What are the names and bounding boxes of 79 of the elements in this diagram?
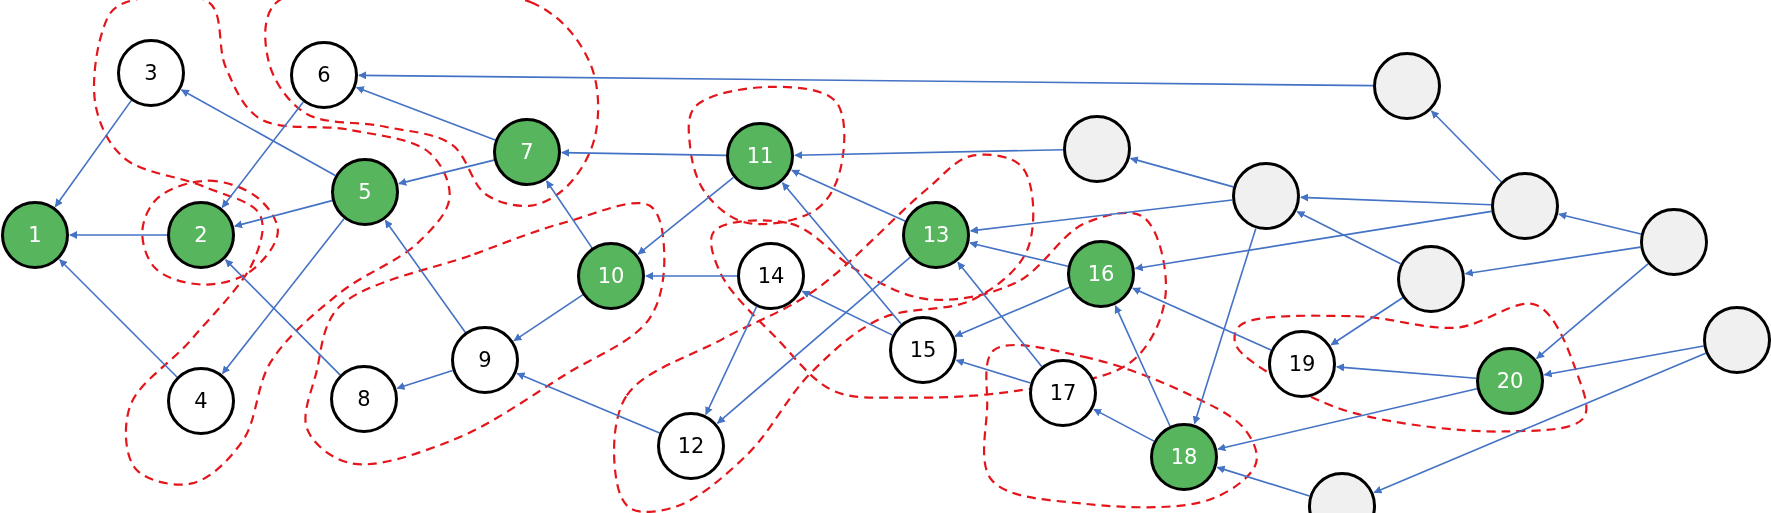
arrow — [955, 358, 1032, 384]
arrow — [1134, 210, 1493, 272]
node-number: 17 — [1049, 382, 1077, 404]
arrow — [1216, 465, 1311, 497]
node-number: 4 — [194, 390, 208, 412]
node-number: 16 — [1087, 263, 1115, 285]
node-number: 20 — [1496, 370, 1524, 392]
node-circle — [167, 201, 235, 269]
node-circle — [726, 122, 794, 190]
arrow — [705, 305, 758, 416]
arrow — [516, 372, 661, 434]
arrow — [69, 231, 168, 239]
arrow — [954, 286, 1071, 338]
arrow — [221, 101, 305, 209]
arrow — [969, 240, 1069, 267]
node-circle — [1, 201, 69, 269]
node-number: 7 — [520, 141, 534, 163]
node-circle — [737, 242, 805, 310]
node-circle — [657, 412, 725, 480]
node-number: 13 — [922, 224, 950, 246]
arrow — [1132, 287, 1272, 351]
node-number: 14 — [757, 265, 785, 287]
node-number: 8 — [357, 388, 371, 410]
node-number: 3 — [144, 62, 158, 84]
node-number: 15 — [909, 339, 937, 361]
node-number: 5 — [358, 181, 372, 203]
arrow — [794, 148, 1064, 160]
arrow — [1430, 110, 1502, 183]
node-number: 6 — [317, 64, 331, 86]
arrow — [180, 89, 337, 177]
arrow — [1330, 296, 1404, 346]
node-number: 1 — [28, 224, 42, 246]
arrow — [221, 217, 345, 375]
arrow — [1464, 246, 1642, 277]
arrow — [716, 256, 912, 424]
arrow — [561, 148, 727, 157]
arrow — [791, 169, 906, 222]
node-number: 19 — [1288, 353, 1316, 375]
arrow — [384, 219, 467, 334]
arrow — [358, 71, 1374, 87]
node-number: 9 — [478, 349, 492, 371]
arrow — [1192, 227, 1257, 425]
arrow — [969, 199, 1234, 234]
arrow — [1300, 193, 1492, 206]
arrow — [58, 258, 178, 378]
arrow — [637, 176, 735, 255]
node-number: 11 — [746, 145, 774, 167]
arrow — [1558, 212, 1642, 235]
arrow — [224, 259, 341, 376]
arrow — [1543, 345, 1705, 378]
arrow — [801, 290, 894, 336]
arrow — [1373, 352, 1707, 494]
arrow — [1535, 263, 1649, 360]
arrow — [54, 99, 132, 208]
arrow — [545, 180, 593, 249]
arrow — [957, 261, 1043, 368]
arrow — [513, 294, 584, 342]
arrow — [1093, 408, 1155, 442]
arrow — [398, 159, 495, 186]
node-circle — [290, 41, 358, 109]
node-circle — [902, 201, 970, 269]
arrow — [355, 86, 496, 141]
arrow — [396, 369, 454, 390]
node-circle — [1268, 330, 1336, 398]
node-circle — [577, 242, 645, 310]
arrow — [645, 272, 738, 280]
node-number: 10 — [597, 265, 625, 287]
arrow — [1336, 363, 1477, 380]
arrow — [781, 182, 902, 325]
arrow — [234, 199, 333, 229]
arrow — [1217, 387, 1478, 452]
arrow — [1114, 305, 1171, 427]
arrow — [1296, 210, 1402, 265]
node-number: 2 — [194, 224, 208, 246]
node-number: 12 — [677, 435, 705, 457]
node-circle — [1067, 240, 1135, 308]
arrow — [1129, 156, 1235, 188]
node-circle — [889, 316, 957, 384]
node-number: 18 — [1170, 446, 1198, 468]
